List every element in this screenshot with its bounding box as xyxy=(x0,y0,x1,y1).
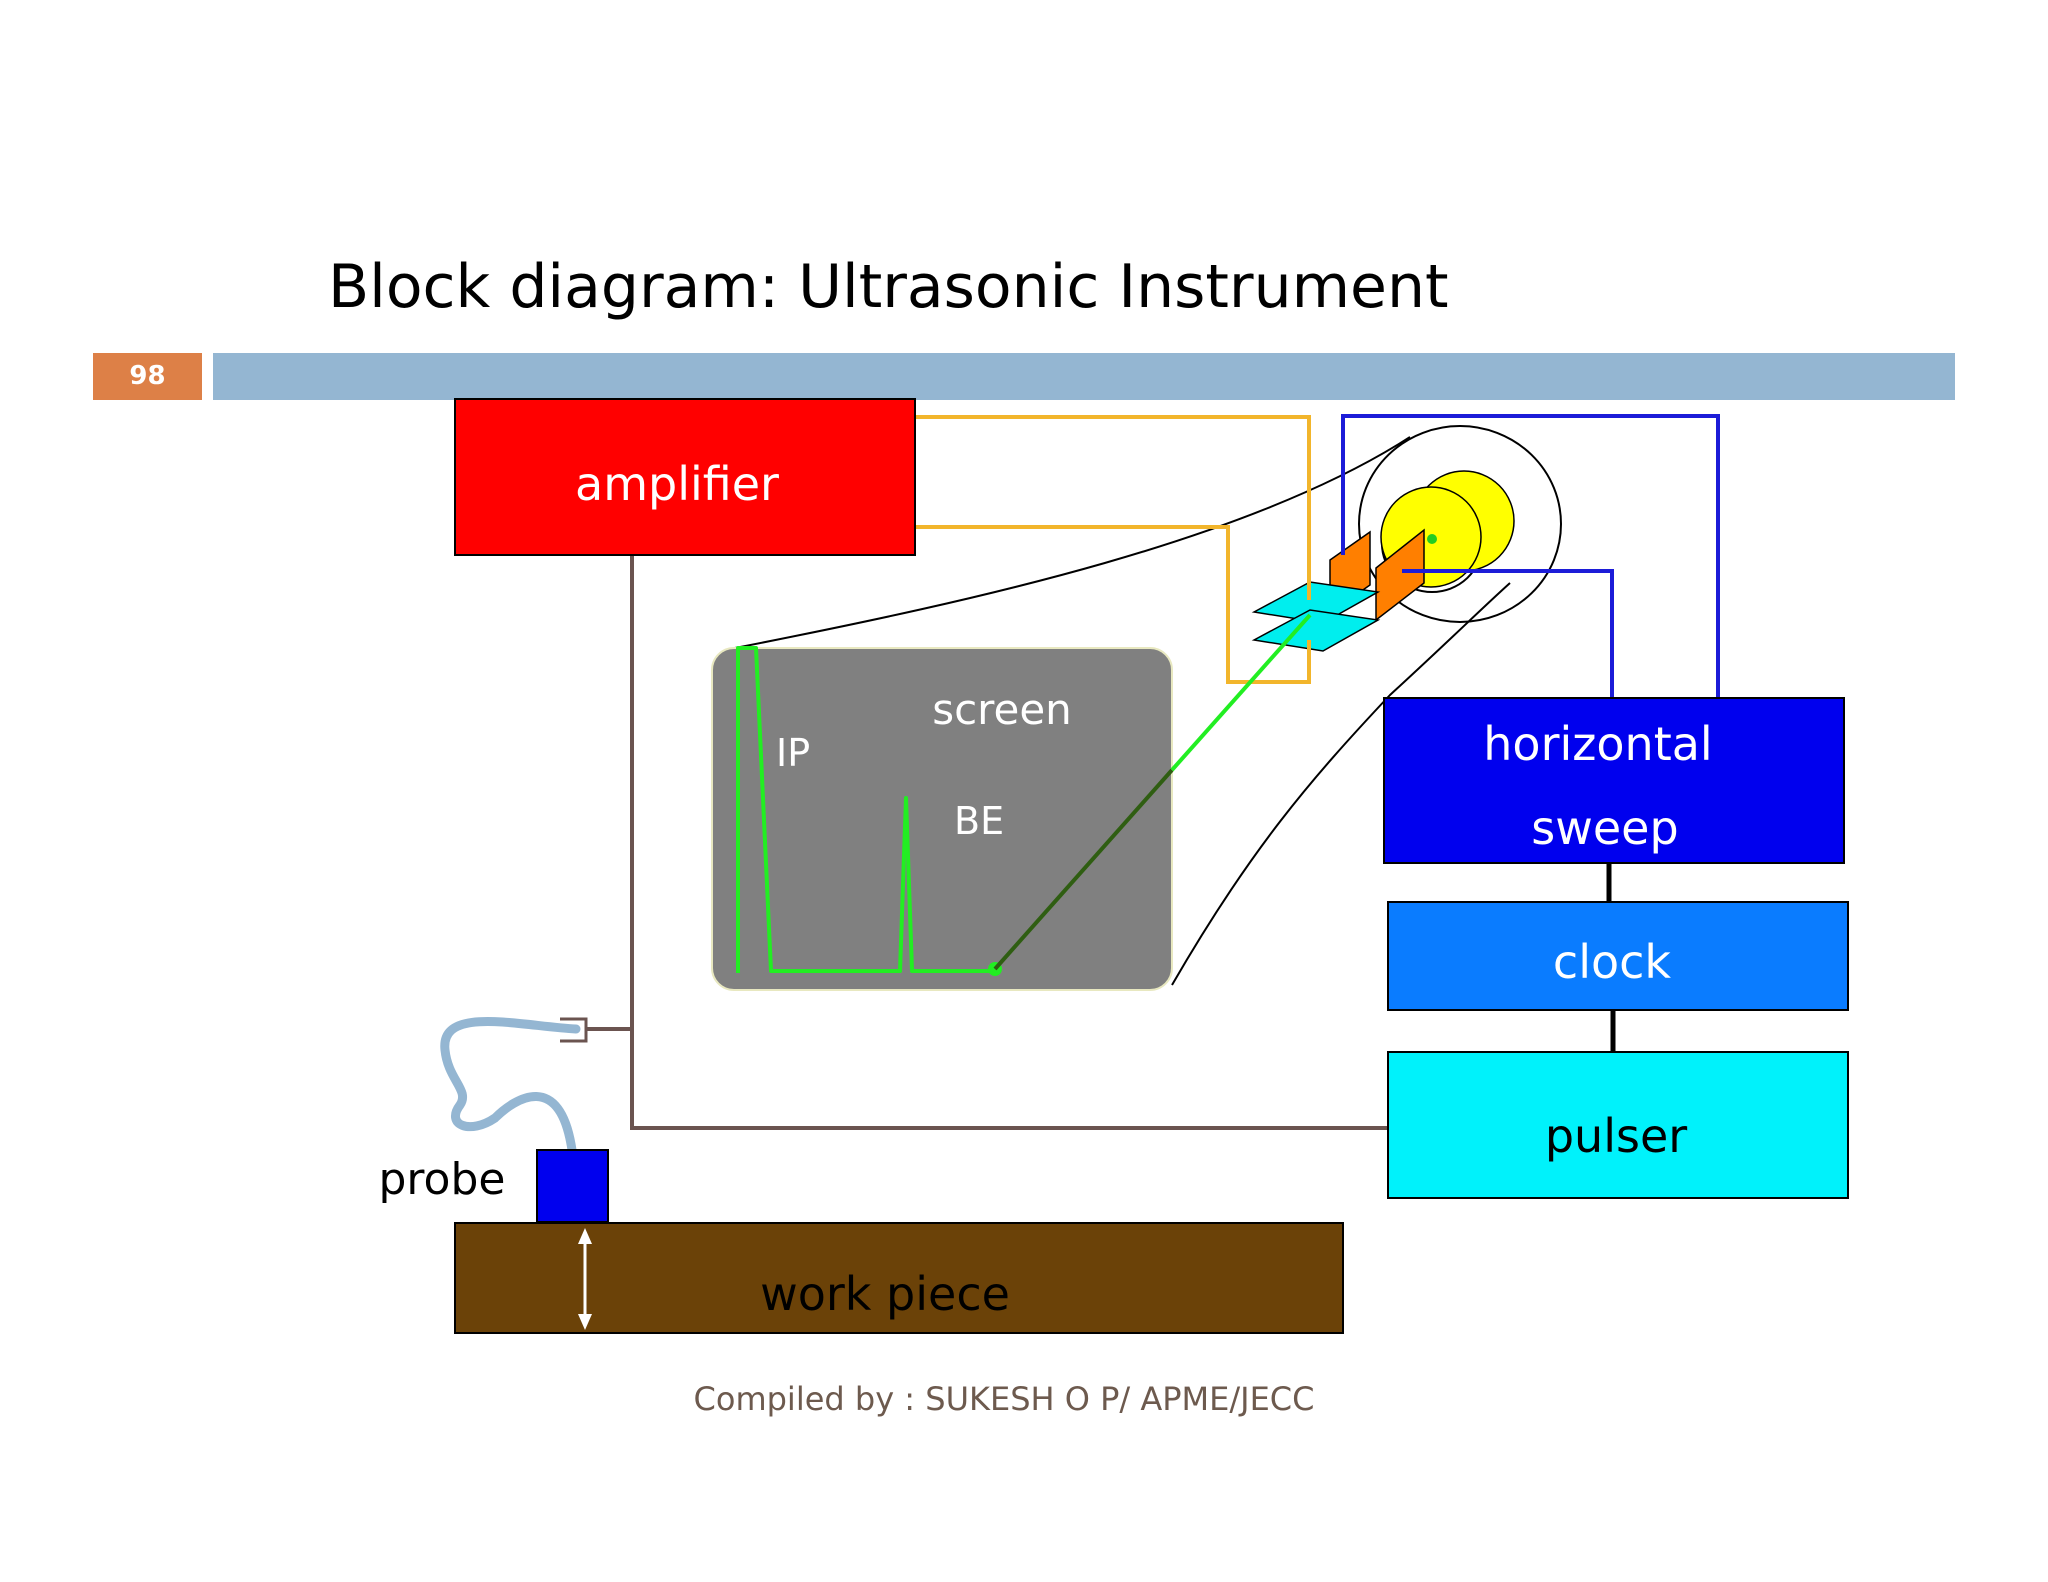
ip-label: IP xyxy=(776,731,810,775)
electron-gun-aperture xyxy=(1427,534,1437,544)
thickness-arrow xyxy=(578,1228,592,1330)
thickness-arrow-head-down xyxy=(578,1314,592,1330)
amplifier-wire-lower xyxy=(915,525,1311,684)
screen-panel xyxy=(711,647,1173,991)
slide-title: Block diagram: Ultrasonic Instrument xyxy=(328,252,1449,322)
probe-block xyxy=(536,1149,609,1223)
deflection-plate-2 xyxy=(1375,528,1425,622)
sweep-wire-inner xyxy=(1402,569,1614,698)
electron-gun xyxy=(1380,470,1515,588)
probe-connector xyxy=(560,1017,588,1043)
slide-number: 98 xyxy=(93,353,202,400)
sweep-label: sweep xyxy=(1531,801,1678,855)
probe-cable xyxy=(440,1017,581,1155)
footer-credit: Compiled by : SUKESH O P/ APME/JECC xyxy=(693,1380,1315,1418)
electron-beam xyxy=(1170,613,1312,772)
title-rule xyxy=(213,353,1955,400)
work-piece-block xyxy=(454,1222,1344,1334)
amplifier-wire-upper xyxy=(915,415,1311,600)
amplifier-block xyxy=(454,398,916,556)
deflection-plate-4 xyxy=(1251,609,1381,652)
probe-label: probe xyxy=(379,1154,506,1205)
crt-neck-outer-ring xyxy=(1358,425,1562,623)
pulser-block xyxy=(1387,1051,1849,1199)
amplifier-to-pulser-wire xyxy=(630,556,1388,1130)
screen-label: screen xyxy=(932,685,1072,734)
pulser-label: pulser xyxy=(1545,1109,1687,1163)
horizontal-sweep-block xyxy=(1383,697,1845,864)
be-label: BE xyxy=(954,799,1004,843)
thickness-arrow-head-up xyxy=(578,1228,592,1244)
crt-tube-outline-top xyxy=(734,436,1411,649)
electron-beam-inside xyxy=(993,768,1174,971)
crt-tube xyxy=(734,425,1562,986)
sweep-wire-outer xyxy=(1341,414,1720,698)
work-piece-label: work piece xyxy=(760,1267,1010,1321)
amplifier-label: amplifier xyxy=(575,457,779,511)
clock-label: clock xyxy=(1553,935,1672,989)
clock-block xyxy=(1387,901,1849,1011)
screen-trace xyxy=(736,646,995,973)
horizontal-label: horizontal xyxy=(1483,717,1712,771)
crt-tube-outline-bottom xyxy=(1171,582,1511,986)
